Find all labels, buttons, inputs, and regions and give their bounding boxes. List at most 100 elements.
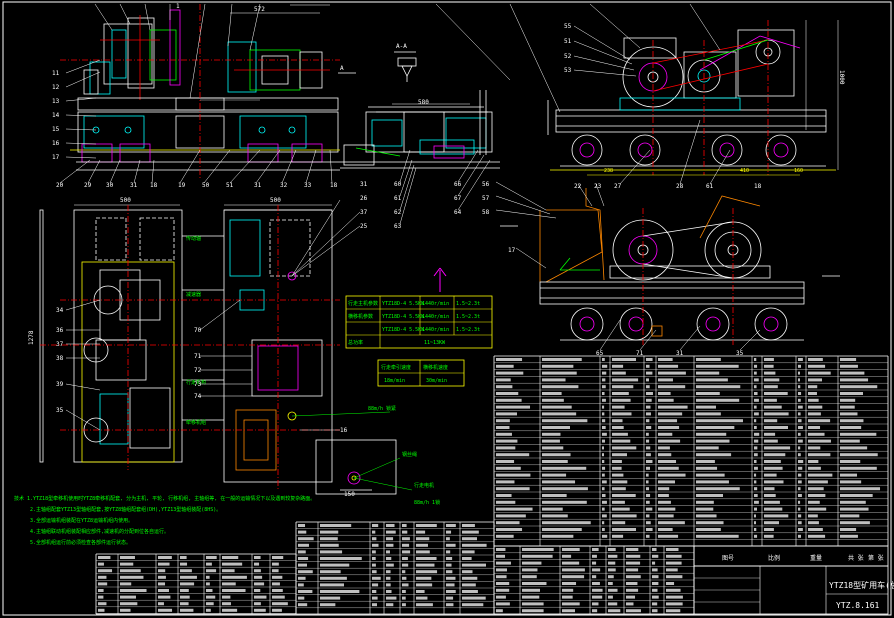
svg-text:20: 20	[56, 182, 64, 189]
spec-table: 行走主机参数 YTZ18D-4 5.5KW 1440r/min 1.5~2.3t…	[345, 295, 493, 349]
spec-row1-label: 行走主机参数	[348, 300, 378, 307]
svg-text:58: 58	[482, 209, 490, 216]
right-elevation-lower	[500, 188, 840, 345]
title-sub-1: 图号	[722, 555, 734, 562]
right-elevation-lower-leaders	[495, 181, 761, 351]
svg-text:12: 12	[52, 84, 60, 91]
svg-text:52: 52	[564, 53, 572, 60]
svg-text:60: 60	[394, 181, 402, 188]
svg-text:27: 27	[614, 183, 622, 190]
dim-580: 580	[418, 99, 429, 106]
spec-row1-v1: YTZ18D-4 5.5KW	[382, 301, 425, 307]
svg-text:61: 61	[706, 183, 714, 190]
svg-text:31: 31	[360, 181, 368, 188]
svg-text:35: 35	[56, 407, 64, 414]
svg-text:31: 31	[676, 350, 684, 357]
svg-text:74: 74	[194, 393, 202, 400]
svg-text:57: 57	[482, 195, 490, 202]
right-elevation-upper-part-numbers: 55 51 52 53 27 28 61 18	[564, 23, 762, 190]
svg-text:50: 50	[202, 182, 210, 189]
spec-row2-v1: YTZ18D-4 5.5KW	[382, 314, 425, 320]
side-view-part-numbers: 60 61 62 63 66 67 64	[394, 181, 462, 230]
plan-view-part-numbers: 34 36 37 38 39 35 70 71 72 73 74 16 31 2…	[56, 181, 368, 434]
svg-text:17: 17	[52, 154, 60, 161]
dim-410: 410	[740, 168, 749, 174]
dim-500-plan: 500	[120, 197, 131, 204]
note-4: 4.主轴组联动机组装配相应部件,减速机的分配到位各自运行。	[30, 528, 169, 535]
speed-head-1: 行走牵引速度	[381, 364, 411, 371]
plan-view-callouts: 传动轴 减速器 行走机构 牵移机组 88m/h 锁紧 钢丝绳 88m/h 1锁 …	[186, 235, 440, 506]
callout-7: 88m/h 1锁	[414, 499, 440, 506]
title-block: 图号 比例 重量 共 张 第 张 YTZ18型矿用车(总)装配图 YTZ.8.1…	[693, 545, 894, 615]
svg-text:37: 37	[360, 209, 368, 216]
callout-2: 减速器	[186, 291, 201, 298]
dim-top-a: 1	[176, 3, 180, 10]
svg-text:36: 36	[56, 327, 64, 334]
section-aa-view: A-A A	[338, 43, 417, 82]
section-label: A-A	[396, 43, 407, 50]
dim-160: 160	[794, 168, 803, 174]
speed-table: 行走牵引速度 横移机速度 18m/min 30m/min	[377, 359, 465, 387]
title-sub-5: 第 张	[868, 554, 884, 562]
dim-1278: 1278	[28, 330, 35, 345]
callout-6: 钢丝绳	[402, 451, 417, 458]
svg-text:26: 26	[360, 195, 368, 202]
speed-head-2: 横移机速度	[423, 364, 448, 371]
spec-row4-v1: 11~13KW	[424, 340, 446, 346]
speed-val-1: 18m/min	[384, 378, 405, 384]
dim-572: 572	[254, 6, 265, 13]
callout-1: 传动轴	[186, 235, 201, 242]
svg-text:35: 35	[736, 350, 744, 357]
svg-text:19: 19	[178, 182, 186, 189]
svg-text:17: 17	[508, 247, 516, 254]
dim-238: 238	[604, 168, 613, 174]
svg-text:22: 22	[574, 183, 582, 190]
note-3: 3.全部运输机组装配在YTZ8运输机组内使用。	[30, 517, 133, 524]
svg-text:65: 65	[596, 350, 604, 357]
callout-8: 行走电机	[414, 482, 434, 489]
spec-row3-v2: 1440r/min	[422, 327, 449, 333]
svg-text:56: 56	[482, 181, 490, 188]
spec-row2-label: 横移机参数	[348, 313, 373, 320]
callout-5: 88m/h 锁紧	[368, 405, 396, 412]
svg-text:67: 67	[454, 195, 462, 202]
svg-text:31: 31	[130, 182, 138, 189]
svg-text:16: 16	[340, 427, 348, 434]
side-view-leaders	[399, 149, 491, 225]
svg-text:62: 62	[394, 209, 402, 216]
svg-text:61: 61	[394, 195, 402, 202]
callout-4: 牵移机组	[186, 419, 206, 426]
spec-row1-v2: 1440r/min	[422, 301, 449, 307]
callout-3: 行走机构	[186, 379, 206, 386]
svg-text:51: 51	[226, 182, 234, 189]
parts-list	[95, 355, 889, 615]
spec-row2-v3: 1.5~2.3t	[456, 314, 480, 320]
spec-row3-v1: YTZ18D-4 5.5KW	[382, 327, 425, 333]
front-view-leaders	[59, 3, 333, 184]
note-5: 5.全部机组运行前必须检查各部件运行状态。	[30, 539, 131, 546]
front-view-machine	[60, 4, 340, 180]
svg-text:15: 15	[52, 126, 60, 133]
front-view-part-numbers: 11 12 13 14 15 16 17 20 29 30 31 18 19 5…	[52, 70, 338, 189]
svg-text:18: 18	[150, 182, 158, 189]
svg-text:66: 66	[454, 181, 462, 188]
spec-row3-v3: 1.5~2.3t	[456, 327, 480, 333]
note-2: 2.主轴组配套YTZ13型轴组配套,按YTZ8轴组配套组(DH),YTZ13型轴…	[30, 506, 221, 513]
right-elevation-upper: 238 410 160 1000	[547, 20, 845, 176]
svg-text:64: 64	[454, 209, 462, 216]
svg-text:51: 51	[564, 38, 572, 45]
svg-text:31: 31	[254, 182, 262, 189]
svg-text:73: 73	[194, 381, 202, 388]
svg-text:16: 16	[52, 140, 60, 147]
plan-view: 500 500 1278	[28, 197, 397, 498]
title-sub-2: 比例	[768, 554, 780, 562]
dim-1000: 1000	[838, 70, 845, 85]
svg-text:18: 18	[754, 183, 762, 190]
svg-text:A: A	[340, 65, 344, 72]
technical-notes: 技术 1.YTZ18型牵移机使用时YTZ8牵移机配套, 分为主机, 平轮, 行移…	[14, 495, 315, 546]
right-elevation-lower-part-numbers: 56 57 58 17 22 23 65 71 31 35	[482, 181, 744, 357]
side-view-frame: 580	[340, 90, 500, 169]
svg-text:71: 71	[194, 353, 202, 360]
